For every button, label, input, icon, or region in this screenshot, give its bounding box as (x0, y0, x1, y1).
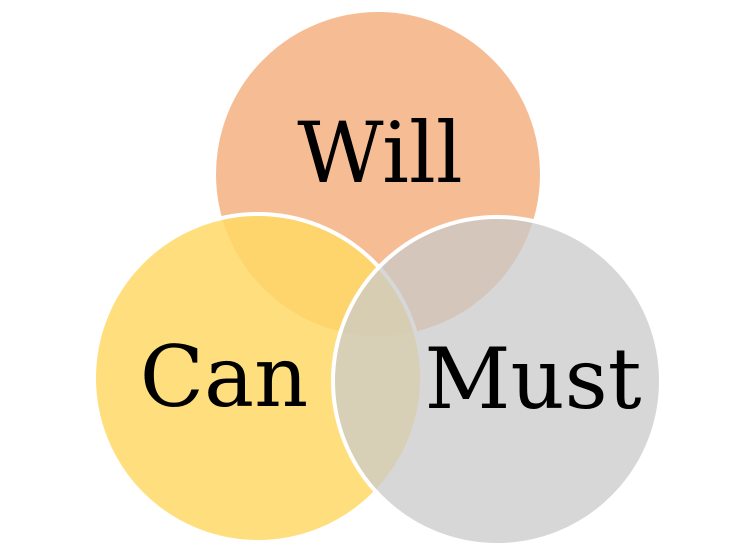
circle-must (331, 215, 663, 547)
label-can: Can (140, 328, 308, 426)
label-will: Will (297, 104, 462, 202)
label-must: Must (425, 330, 642, 428)
